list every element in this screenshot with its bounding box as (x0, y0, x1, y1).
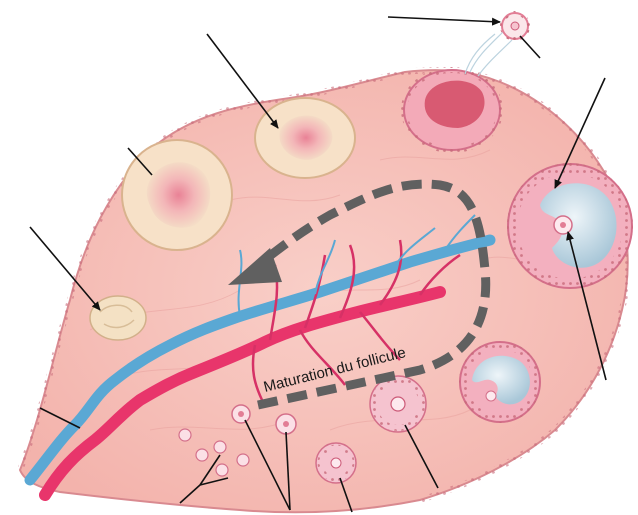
pointer-line (520, 36, 540, 58)
corpus-luteum-large (122, 140, 232, 250)
antral-follicle (460, 342, 540, 422)
secondary-follicle-1 (370, 376, 426, 432)
pointer-arrow-icon (388, 17, 500, 22)
ruptured-follicle (404, 30, 512, 150)
released-oocyte (502, 13, 528, 39)
mature-follicle (508, 164, 632, 288)
corpus-luteum-medium (255, 98, 355, 178)
secondary-follicle-2 (316, 443, 356, 483)
corpus-albicans (90, 296, 146, 340)
